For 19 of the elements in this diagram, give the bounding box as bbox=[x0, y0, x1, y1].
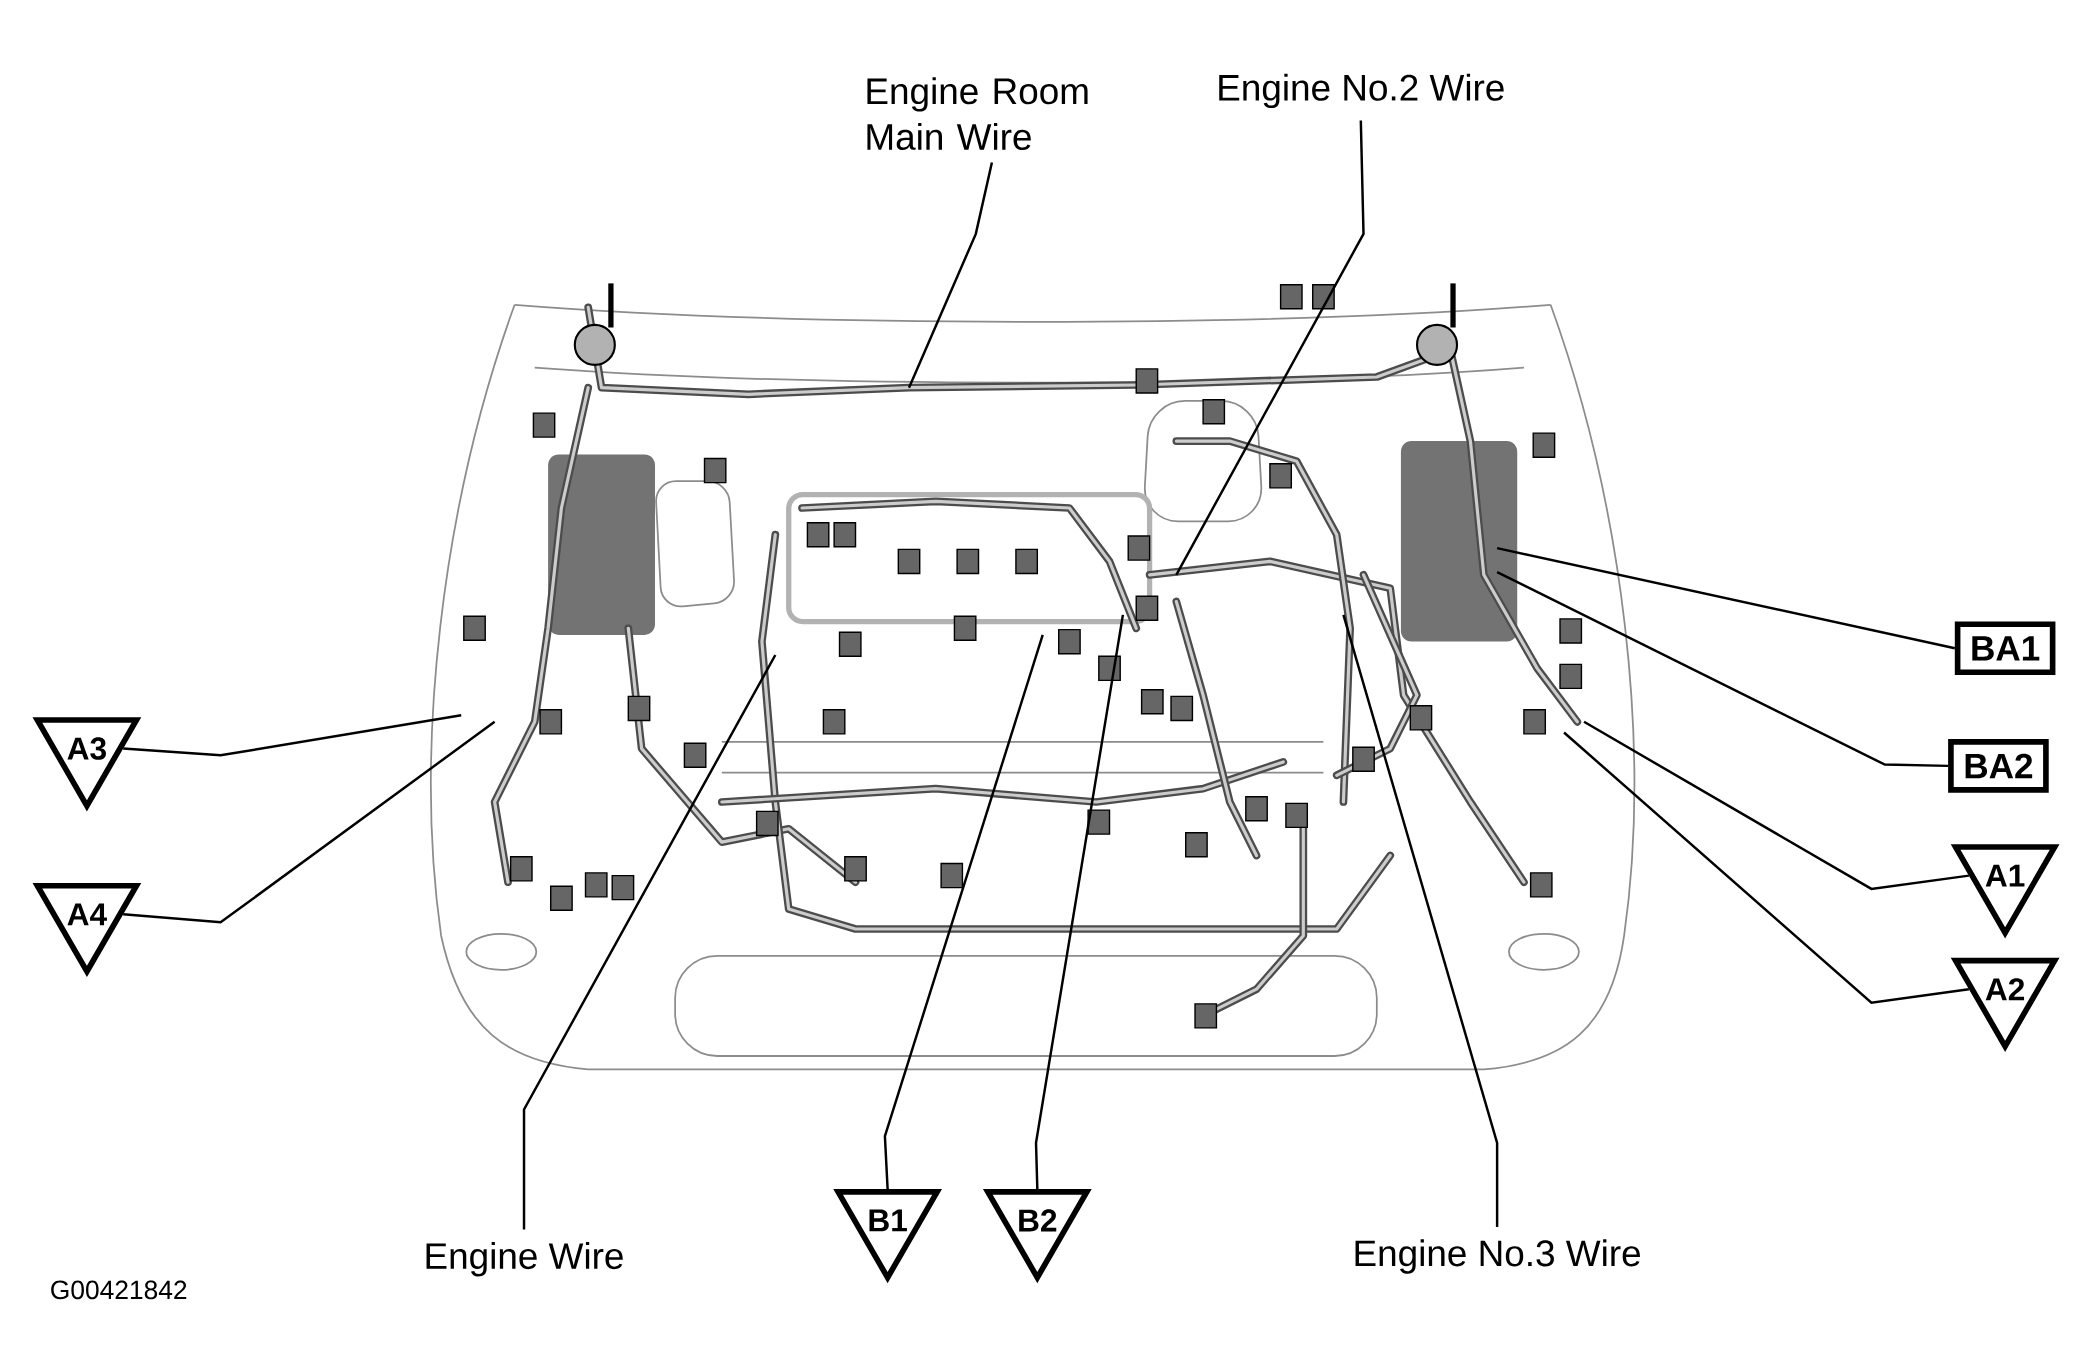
leader-line bbox=[1496, 546, 1956, 650]
figure-code: G00421842 bbox=[51, 1280, 187, 1299]
wire-label: Engine Wire bbox=[426, 1241, 623, 1277]
leader-line bbox=[123, 713, 462, 757]
leader-line bbox=[1034, 614, 1125, 1189]
wire-label: Engine No.3 Wire bbox=[1355, 1239, 1640, 1274]
leader-line bbox=[907, 161, 994, 388]
leader-line bbox=[1175, 120, 1365, 576]
connector-callout-box: BA2 bbox=[1948, 738, 2049, 793]
leader-line bbox=[1342, 614, 1499, 1227]
connector-callout-box: BA1 bbox=[1954, 621, 2056, 675]
wire-label: Engine Room Main Wire bbox=[867, 76, 1088, 150]
wire-label: Engine No.2 Wire bbox=[1219, 73, 1504, 108]
leader-line bbox=[883, 634, 1044, 1189]
leader-line bbox=[1496, 570, 1949, 767]
leader-line bbox=[123, 720, 496, 924]
leader-line bbox=[1563, 731, 1969, 1004]
leader-line bbox=[522, 654, 777, 1230]
leader-line bbox=[1583, 720, 1969, 890]
